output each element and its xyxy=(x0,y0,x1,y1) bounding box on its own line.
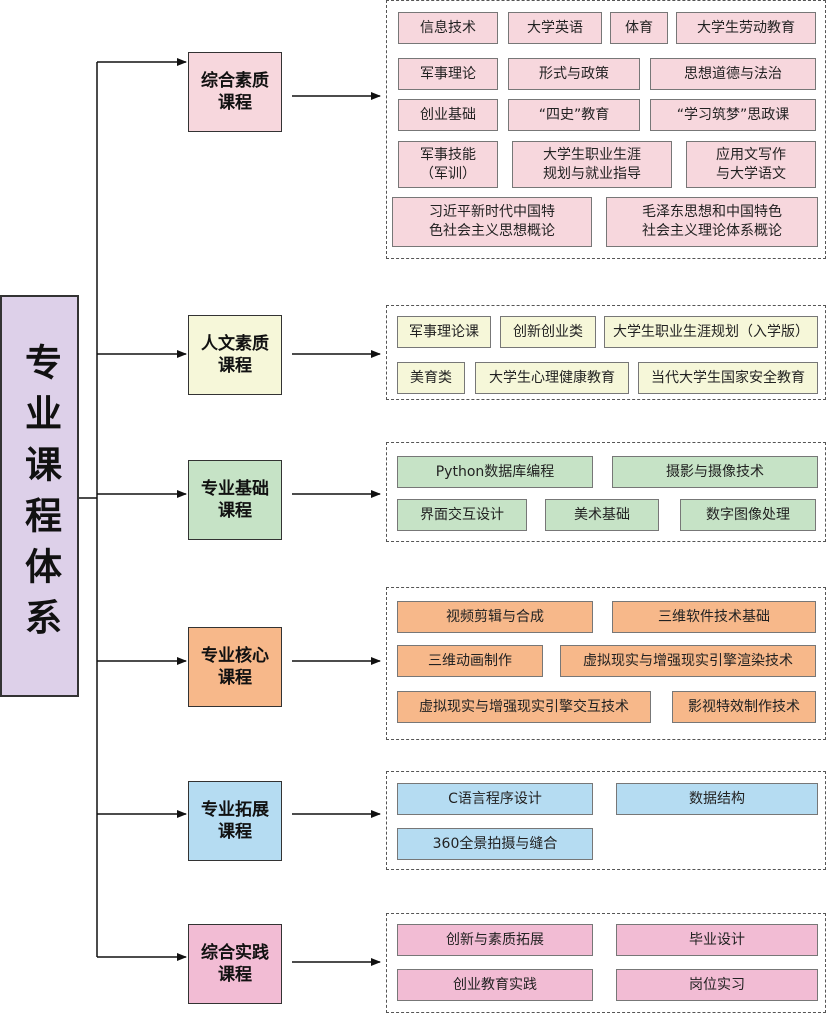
root-label: 专业课程体系 xyxy=(18,343,62,649)
category-comprehensive-practice: 综合实践 课程 xyxy=(188,924,282,1004)
course-item: 应用文写作 与大学语文 xyxy=(686,141,816,188)
course-item: 三维动画制作 xyxy=(397,645,543,677)
course-item: 创新与素质拓展 xyxy=(397,924,593,956)
category-comprehensive-quality: 综合素质 课程 xyxy=(188,52,282,132)
course-item: 360全景拍摄与缝合 xyxy=(397,828,593,860)
course-item: 影视特效制作技术 xyxy=(672,691,816,723)
course-item: 思想道德与法治 xyxy=(650,58,816,90)
course-item: 美育类 xyxy=(397,362,465,394)
course-item: 大学生心理健康教育 xyxy=(475,362,629,394)
category-professional-foundation: 专业基础 课程 xyxy=(188,460,282,540)
course-item: 创业基础 xyxy=(398,99,498,131)
course-item: 数据结构 xyxy=(616,783,818,815)
course-item: 毛泽东思想和中国特色 社会主义理论体系概论 xyxy=(606,197,818,247)
course-item: 当代大学生国家安全教育 xyxy=(638,362,818,394)
course-item: 大学生职业生涯 规划与就业指导 xyxy=(512,141,672,188)
course-item: 军事技能 （军训） xyxy=(398,141,498,188)
course-item: 虚拟现实与增强现实引擎渲染技术 xyxy=(560,645,816,677)
course-item: 视频剪辑与合成 xyxy=(397,601,593,633)
category-humanities: 人文素质 课程 xyxy=(188,315,282,395)
course-item: 界面交互设计 xyxy=(397,499,527,531)
course-group-foundation xyxy=(386,442,826,542)
course-item: 摄影与摄像技术 xyxy=(612,456,818,488)
course-item: 习近平新时代中国特 色社会主义思想概论 xyxy=(392,197,592,247)
course-item: 军事理论课 xyxy=(397,316,491,348)
course-item: 数字图像处理 xyxy=(680,499,816,531)
course-item: 毕业设计 xyxy=(616,924,818,956)
course-group-comprehensive xyxy=(386,0,826,259)
course-item: 信息技术 xyxy=(398,12,498,44)
course-item: 创新创业类 xyxy=(500,316,596,348)
course-item: 体育 xyxy=(610,12,668,44)
course-item: 美术基础 xyxy=(545,499,659,531)
category-professional-extension: 专业拓展 课程 xyxy=(188,781,282,861)
course-item: 形式与政策 xyxy=(508,58,640,90)
course-item: “学习筑梦”思政课 xyxy=(650,99,816,131)
course-item: “四史”教育 xyxy=(508,99,640,131)
course-item: 大学生劳动教育 xyxy=(676,12,816,44)
course-item: 岗位实习 xyxy=(616,969,818,1001)
course-item: 大学生职业生涯规划（入学版） xyxy=(604,316,818,348)
course-item: 军事理论 xyxy=(398,58,498,90)
course-item: 创业教育实践 xyxy=(397,969,593,1001)
course-item: C语言程序设计 xyxy=(397,783,593,815)
course-item: 大学英语 xyxy=(508,12,602,44)
course-group-extension xyxy=(386,771,826,870)
course-item: 三维软件技术基础 xyxy=(612,601,816,633)
category-professional-core: 专业核心 课程 xyxy=(188,627,282,707)
course-group-humanities xyxy=(386,305,826,400)
course-item: Python数据库编程 xyxy=(397,456,593,488)
root-node: 专业课程体系 xyxy=(0,295,79,697)
course-item: 虚拟现实与增强现实引擎交互技术 xyxy=(397,691,651,723)
course-group-core xyxy=(386,587,826,740)
